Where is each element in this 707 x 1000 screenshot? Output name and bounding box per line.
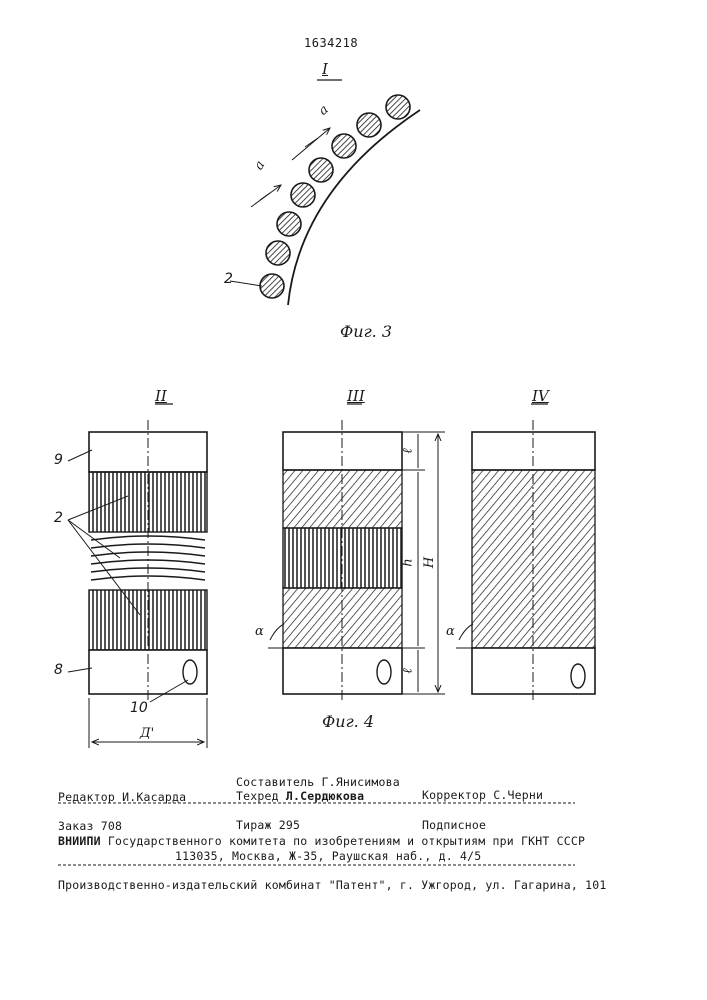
imprint-institute: ВНИИПИ Государственного комитета по изоб… — [58, 834, 585, 848]
fig4-view-iii — [268, 404, 445, 700]
dim-inner-h: h — [401, 558, 416, 566]
imprint-institute-rest: Государственного комитета по изобретения… — [108, 834, 585, 848]
imprint-address: 113035, Москва, Ж-35, Раушская наб., д. … — [175, 849, 481, 863]
fig4-view-iv — [456, 404, 595, 700]
fig4-caption: Фиг. 4 — [322, 712, 374, 731]
dim-angle-iii: α — [255, 624, 264, 639]
dim-end-length-bottom: ℓ — [400, 668, 416, 673]
fig4-view-ii-label: II — [155, 387, 167, 405]
imprint-techred: Техред Л.Сердюкова — [236, 789, 364, 803]
imprint-techred-label: Техред — [236, 789, 279, 803]
ref-sleeve-top: 9 — [54, 452, 63, 468]
fig4-view-iv-label: IV — [532, 387, 549, 405]
imprint-corrector: Корректор С.Черни — [422, 788, 543, 802]
imprint-techred-name: Л.Сердюкова — [286, 789, 364, 803]
fig3-view-label: I — [322, 60, 328, 78]
ref-hole: 10 — [130, 700, 148, 716]
ref-sleeve-bottom: 8 — [54, 662, 63, 678]
imprint-institute-abbr: ВНИИПИ — [58, 834, 101, 848]
imprint-plant: Производственно-издательский комбинат "П… — [58, 878, 607, 892]
fig3-wires — [260, 95, 410, 298]
dim-end-length-top: ℓ — [400, 448, 416, 453]
dim-diameter: Д' — [140, 726, 154, 741]
imprint-order: Заказ 708 — [58, 819, 122, 833]
dim-total-h: H — [422, 557, 437, 568]
fig4-view-ii — [68, 404, 207, 748]
imprint-editor: Редактор И.Касарда — [58, 790, 186, 804]
dim-angle-iv: α — [446, 624, 455, 639]
fig3-ref-wire: 2 — [224, 271, 233, 287]
fig3-caption: Фиг. 3 — [340, 322, 392, 341]
imprint-circulation: Тираж 295 — [236, 818, 300, 832]
imprint-subscription: Подписное — [422, 818, 486, 832]
ref-wires: 2 — [54, 510, 63, 526]
imprint-composer: Составитель Г.Янисимова — [236, 775, 400, 789]
fig4-view-iii-label: III — [347, 387, 365, 405]
